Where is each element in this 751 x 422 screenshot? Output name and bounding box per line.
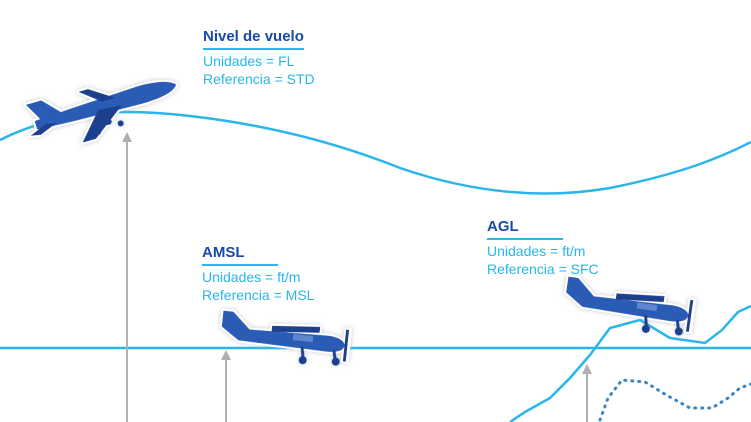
- flight-level-title: Nivel de vuelo: [203, 29, 304, 50]
- agl-units: Unidades = ft/m: [487, 243, 586, 259]
- propeller-airplane-icon: [564, 274, 697, 336]
- agl-label: AGL Unidades = ft/m Referencia = SFC: [487, 219, 599, 276]
- amsl-reference: Referencia = MSL: [202, 287, 315, 303]
- dotted-terrain-profile: [598, 378, 751, 422]
- flight-level-reference: Referencia = STD: [203, 71, 315, 87]
- amsl-units: Unidades = ft/m: [202, 269, 301, 285]
- terrain-surface-line: [509, 304, 751, 422]
- standard-pressure-curve: [0, 110, 751, 195]
- flight-level-units: Unidades = FL: [203, 53, 295, 69]
- flight-level-label: Nivel de vuelo Unidades = FL Referencia …: [203, 29, 315, 86]
- propeller-airplane-icon: [219, 308, 353, 366]
- jet-airplane-icon: [23, 79, 179, 145]
- agl-pole: [582, 364, 592, 422]
- flight-level-pole: [122, 132, 132, 422]
- agl-title: AGL: [487, 219, 563, 240]
- amsl-title: AMSL: [202, 245, 278, 266]
- agl-reference: Referencia = SFC: [487, 261, 599, 277]
- amsl-pole: [221, 350, 231, 422]
- amsl-label: AMSL Unidades = ft/m Referencia = MSL: [202, 245, 314, 302]
